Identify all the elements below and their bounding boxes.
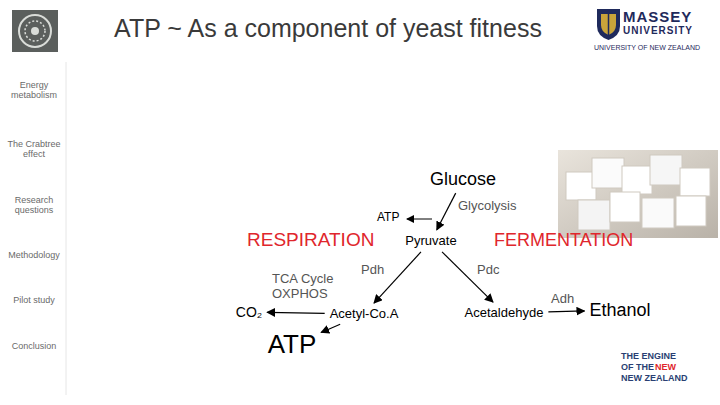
tagline: OF THE [621, 362, 654, 372]
emblem-ring [25, 21, 45, 41]
pathway-heading: RESPIRATION [247, 229, 374, 251]
metabolite-node: Ethanol [586, 298, 653, 323]
metabolite-name: Ethanol [589, 300, 650, 321]
tagline: NEW ZEALAND [621, 373, 688, 383]
sidebar-item: Conclusion [3, 341, 65, 351]
atp-yield-arrow [407, 219, 432, 220]
enzyme-label: Pdc [477, 263, 499, 278]
sidebar-item: Energy metabolism [3, 80, 65, 101]
university-subtitle: UNIVERSITY OF NEW ZEALAND [594, 44, 700, 52]
metabolite-node: ATP [265, 328, 320, 362]
corner-emblem [12, 10, 58, 52]
sugar-cube-photo [558, 150, 718, 238]
reaction-arrow [374, 252, 421, 303]
tagline: NEW [655, 362, 676, 372]
enzyme-label: Glycolysis [458, 199, 517, 214]
metabolite-node: Acetyl-Co.A [327, 305, 402, 324]
metabolite-node: CO₂ [233, 302, 265, 322]
reaction-arrow [321, 324, 340, 332]
metabolite-name: CO₂ [236, 304, 262, 320]
enzyme-label: Adh [551, 292, 574, 307]
university-crest [597, 9, 620, 40]
pathway-heading: FERMENTATION [494, 230, 633, 251]
enzyme-label: Pdh [361, 263, 384, 278]
university-name: UNIVERSITY [623, 25, 693, 37]
university-name: MASSEY [623, 8, 692, 25]
tagline: THE ENGINE [621, 351, 676, 361]
metabolite-name: Acetyl-Co.A [330, 307, 399, 322]
sidebar-item: Pilot study [3, 295, 65, 305]
sidebar-rule [66, 62, 67, 395]
reaction-arrow [267, 312, 324, 314]
metabolite-node: Glucose [427, 167, 499, 192]
metabolite-name: Glucose [430, 169, 496, 190]
reaction-arrow [442, 252, 493, 302]
enzyme-label: TCA Cycle OXPHOS [272, 272, 344, 302]
sidebar-item: Methodology [3, 250, 65, 260]
atp-yield-label: ATP [377, 211, 399, 225]
crest-bar [608, 14, 610, 35]
slide-title: ATP ~ As a component of yeast fitness [114, 14, 542, 43]
metabolite-name: Pyruvate [405, 234, 456, 249]
metabolite-node: Acetaldehyde [462, 304, 547, 323]
emblem-core [31, 27, 39, 35]
sidebar-item: The Crabtree effect [3, 139, 65, 160]
metabolite-name: Acetaldehyde [465, 306, 544, 321]
metabolite-name: ATP [268, 330, 317, 360]
emblem-ring [19, 15, 51, 47]
reaction-arrow [437, 193, 456, 230]
reaction-arrow [548, 310, 584, 312]
sidebar-item: Research questions [3, 195, 65, 216]
metabolite-node: Pyruvate [402, 232, 459, 251]
crest-inner [601, 14, 616, 35]
